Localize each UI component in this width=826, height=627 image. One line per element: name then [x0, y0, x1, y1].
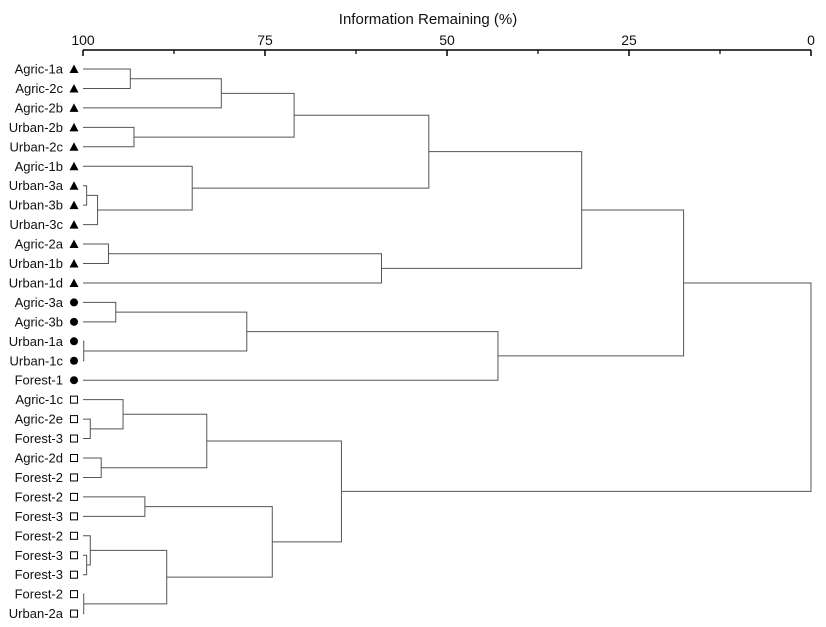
leaf-label: Urban-3b: [9, 198, 63, 213]
dendrogram-link: [83, 554, 88, 576]
dendrogram-link: [83, 78, 222, 109]
leaf-label: Agric-2a: [15, 237, 64, 252]
square-marker: [70, 512, 78, 521]
triangle-marker: [69, 142, 79, 151]
leaf-label: Urban-2a: [9, 606, 64, 621]
dendrogram-link: [83, 331, 499, 381]
leaf-label: Agric-1c: [15, 392, 63, 407]
dendrogram-link: [83, 243, 109, 264]
dendrogram-link: [144, 506, 273, 578]
circle-marker: [70, 356, 78, 365]
leaf-label: Forest-3: [15, 548, 63, 563]
dendrogram-link: [206, 440, 342, 543]
leaf-label: Forest-3: [15, 509, 63, 524]
dendrogram-link: [83, 253, 382, 284]
circle-marker: [70, 337, 78, 346]
dendrogram-link: [83, 593, 85, 615]
leaf-label: Urban-3c: [10, 217, 64, 232]
triangle-marker: [69, 239, 79, 249]
x-tick-label: 75: [257, 32, 273, 48]
triangle-marker: [69, 161, 79, 171]
triangle-marker: [69, 83, 79, 93]
square-marker: [70, 609, 78, 618]
leaf-label: Urban-3a: [9, 178, 64, 193]
square-marker: [70, 551, 78, 560]
triangle-marker: [69, 259, 79, 268]
dendrogram-link: [83, 311, 248, 352]
leaf-label: Urban-1a: [9, 334, 64, 349]
square-marker: [70, 395, 78, 404]
leaf-label: Forest-2: [15, 489, 63, 504]
x-axis-title: Information Remaining (%): [339, 11, 517, 28]
leaf-label: Forest-3: [15, 567, 63, 582]
leaf-label: Forest-3: [15, 431, 63, 446]
dendrogram-link: [83, 340, 85, 362]
leaf-label: Agric-3a: [15, 295, 64, 310]
square-marker: [70, 590, 78, 599]
leaf-label: Forest-2: [15, 587, 63, 602]
circle-marker: [70, 298, 78, 307]
x-tick-label: 50: [439, 32, 455, 48]
leaf-label: Agric-1a: [15, 62, 64, 77]
square-marker: [70, 473, 78, 482]
leaf-label: Urban-1b: [9, 256, 63, 271]
square-marker: [70, 570, 78, 579]
dendrogram-links: [83, 68, 812, 615]
leaf-label: Urban-1d: [9, 275, 63, 290]
square-marker: [70, 415, 78, 424]
triangle-marker: [69, 64, 79, 73]
dendrogram-link: [192, 114, 430, 189]
square-marker: [70, 454, 78, 462]
triangle-marker: [69, 220, 79, 229]
dendrogram-link: [83, 301, 117, 323]
dendrogram-link: [83, 496, 146, 517]
dendrogram-link: [101, 413, 208, 469]
leaf-labels: Agric-1aAgric-2cAgric-2bUrban-2bUrban-2c…: [9, 62, 79, 621]
triangle-marker: [69, 278, 79, 287]
leaf-label: Agric-2e: [15, 412, 63, 427]
leaf-label: Urban-1c: [10, 353, 64, 368]
circle-marker: [70, 376, 78, 385]
dendrogram-link: [83, 457, 102, 478]
leaf-label: Forest-2: [15, 470, 63, 485]
x-tick-label: 0: [807, 32, 815, 48]
x-tick-label: 100: [71, 32, 95, 48]
dendrogram-link: [83, 194, 99, 226]
dendrogram-link: [83, 418, 91, 440]
dendrogram-link: [341, 282, 812, 492]
leaf-label: Agric-2c: [15, 81, 63, 96]
dendrogram-link: [497, 209, 685, 357]
dendrogram-link: [83, 165, 193, 211]
leaf-label: Agric-2b: [15, 100, 63, 115]
x-axis: 100 75 50 25 0: [71, 32, 815, 56]
dendrogram-link: [83, 68, 131, 89]
square-marker: [70, 434, 78, 443]
triangle-marker: [69, 103, 79, 112]
leaf-label: Forest-2: [15, 528, 63, 543]
triangle-marker: [69, 122, 79, 132]
square-marker: [70, 492, 78, 501]
circle-marker: [70, 317, 78, 326]
dendrogram-link: [83, 399, 124, 430]
leaf-label: Agric-1b: [15, 159, 63, 174]
dendrogram-link: [83, 126, 135, 148]
triangle-marker: [69, 181, 79, 190]
leaf-label: Forest-1: [15, 373, 63, 388]
square-marker: [70, 531, 78, 540]
dendrogram-link: [381, 151, 583, 269]
leaf-label: Urban-2b: [9, 120, 63, 135]
dendrogram-link: [133, 92, 295, 138]
leaf-label: Agric-3b: [15, 314, 63, 329]
leaf-label: Urban-2c: [10, 139, 64, 154]
dendrogram-link: [83, 185, 88, 206]
dendrogram-link: [83, 549, 168, 605]
triangle-marker: [69, 200, 79, 210]
x-tick-label: 25: [621, 32, 637, 48]
leaf-label: Agric-2d: [15, 451, 63, 466]
